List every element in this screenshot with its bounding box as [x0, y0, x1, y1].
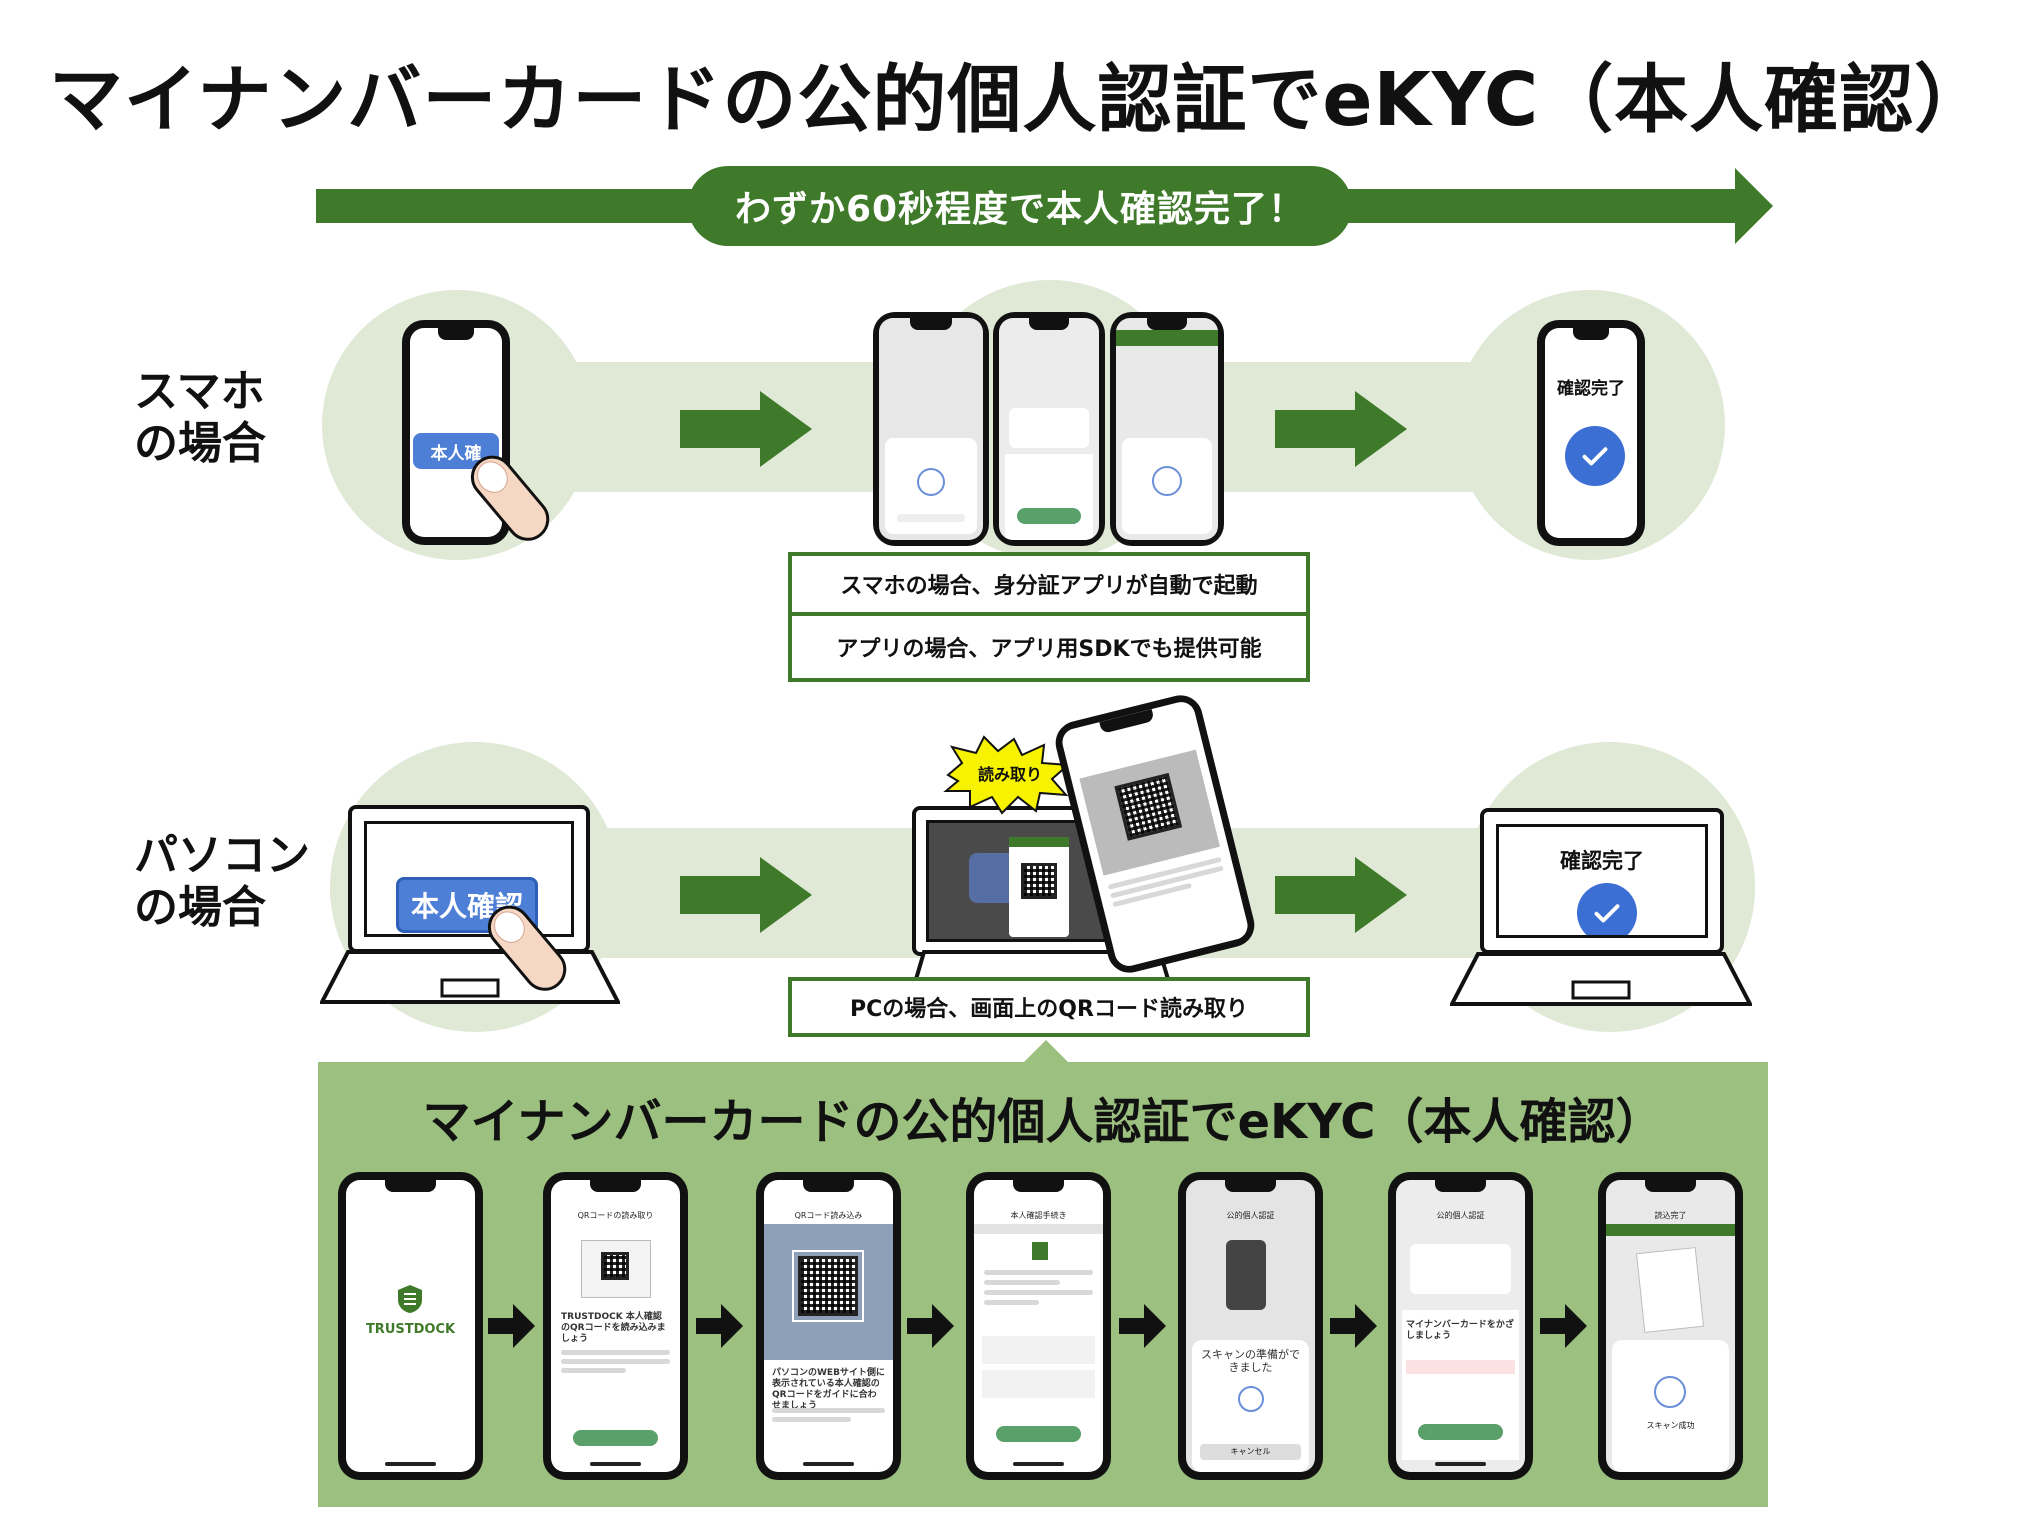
- pc-arrow-2-head: [1355, 857, 1407, 933]
- smartphone-done-label: 確認完了: [1557, 379, 1625, 399]
- bottom-screen-6-header: 公的個人認証: [1436, 1211, 1485, 1220]
- bottom-arrow-3-head: [932, 1304, 954, 1348]
- pc-check-icon: [1577, 883, 1637, 935]
- smartphone-arrow-1-head: [760, 391, 812, 467]
- finger-icon: [470, 455, 550, 541]
- pc-finger-icon: [487, 905, 567, 991]
- bottom-screen-3-caption: パソコンのWEBサイト側に表示されている本人確認のQRコードをガイドに合わせまし…: [772, 1368, 885, 1411]
- pc-done-laptop: 確認完了: [1480, 808, 1724, 954]
- pc-arrow-2-bar: [1275, 876, 1355, 914]
- timeline-arrow-head: [1735, 168, 1773, 244]
- smartphone-phone: [402, 320, 510, 545]
- pc-done-laptop-base: [1450, 952, 1752, 1006]
- bottom-arrow-2-head: [721, 1304, 743, 1348]
- bottom-arrow-5-head: [1355, 1304, 1377, 1348]
- scan-ready-phone: [873, 312, 989, 546]
- bottom-cancel-button[interactable]: キャンセル: [1200, 1444, 1301, 1460]
- bottom-title: マイナンバーカードの公的個人認証でeKYC（本人確認）: [422, 1094, 1664, 1150]
- page-title: マイナンバーカードの公的個人認証でeKYC（本人確認）: [48, 57, 1990, 143]
- check-icon: [1565, 426, 1625, 486]
- trustdock-logo-text: TRUSTDOCK: [365, 1322, 456, 1337]
- read-label: 読み取り: [977, 765, 1042, 784]
- identity-button[interactable]: 本人確: [413, 433, 499, 469]
- smartphone-arrow-2-head: [1355, 391, 1407, 467]
- bottom-arrow-3-bar: [907, 1318, 933, 1334]
- timeline-label: わずか60秒程度で本人確認完了！: [688, 166, 1352, 246]
- info-box-auto-launch: スマホの場合、身分証アプリが自動で起動: [788, 552, 1310, 616]
- bottom-arrow-6-bar: [1540, 1318, 1566, 1334]
- bottom-screen-7-caption: スキャン成功: [1646, 1421, 1695, 1430]
- row-label-pc: パソコン の場合: [134, 830, 310, 933]
- info-box-sdk: アプリの場合、アプリ用SDKでも提供可能: [788, 616, 1310, 682]
- bottom-screen-7-header: 読込完了: [1654, 1211, 1687, 1220]
- bottom-arrow-1-bar: [488, 1318, 514, 1334]
- smartphone-done-phone: 確認完了: [1537, 320, 1645, 546]
- bottom-arrow-1-head: [513, 1304, 535, 1348]
- smartphone-arrow-2-bar: [1275, 410, 1355, 448]
- bottom-screen-2-header: QRコードの読み取り: [577, 1211, 654, 1220]
- bottom-screen-3-header: QRコード読み込み: [794, 1211, 863, 1220]
- bottom-screen-5: 公的個人認証 スキャンの準備ができました キャンセル: [1178, 1172, 1323, 1480]
- bottom-screen-6-caption: マイナンバーカードをかざしましょう: [1406, 1320, 1514, 1341]
- bottom-screen-5-caption: スキャンの準備ができました: [1201, 1348, 1300, 1374]
- bottom-arrow-4-head: [1144, 1304, 1166, 1348]
- bottom-screen-3: QRコード読み込み パソコンのWEBサイト側に表示されている本人確認のQRコード…: [756, 1172, 901, 1480]
- bottom-panel-pointer: [1024, 1040, 1068, 1062]
- bottom-arrow-5-bar: [1330, 1318, 1356, 1334]
- bottom-arrow-6-head: [1565, 1304, 1587, 1348]
- bottom-screen-6: 公的個人認証 マイナンバーカードをかざしましょう: [1388, 1172, 1533, 1480]
- bottom-screen-5-header: 公的個人認証: [1226, 1211, 1275, 1220]
- pc-done-label: 確認完了: [1560, 849, 1644, 873]
- bottom-screen-7: 読込完了 スキャン成功: [1598, 1172, 1743, 1480]
- bottom-arrow-2-bar: [696, 1318, 722, 1334]
- bottom-screen-1: TRUSTDOCK: [338, 1172, 483, 1480]
- read-burst-icon: [943, 735, 1071, 815]
- trustdock-logo-icon: [398, 1285, 422, 1313]
- bottom-screen-2-caption: TRUSTDOCK 本人確認のQRコードを読み込みましょう: [561, 1312, 666, 1344]
- bottom-screen-2: QRコードの読み取り TRUSTDOCK 本人確認のQRコードを読み込みましょう: [543, 1172, 688, 1480]
- scan-success-phone: [1110, 312, 1224, 546]
- bottom-screen-4-header: 本人確認手続き: [1010, 1211, 1067, 1220]
- password-phone: [993, 312, 1105, 546]
- smartphone-arrow-1-bar: [680, 410, 760, 448]
- bottom-arrow-4-bar: [1119, 1318, 1145, 1334]
- pc-arrow-1-bar: [680, 876, 760, 914]
- pc-arrow-1-head: [760, 857, 812, 933]
- info-box-pc-qr: PCの場合、画面上のQRコード読み取り: [788, 977, 1310, 1037]
- row-label-smartphone: スマホ の場合: [134, 366, 266, 469]
- bottom-screen-4: 本人確認手続き: [966, 1172, 1111, 1480]
